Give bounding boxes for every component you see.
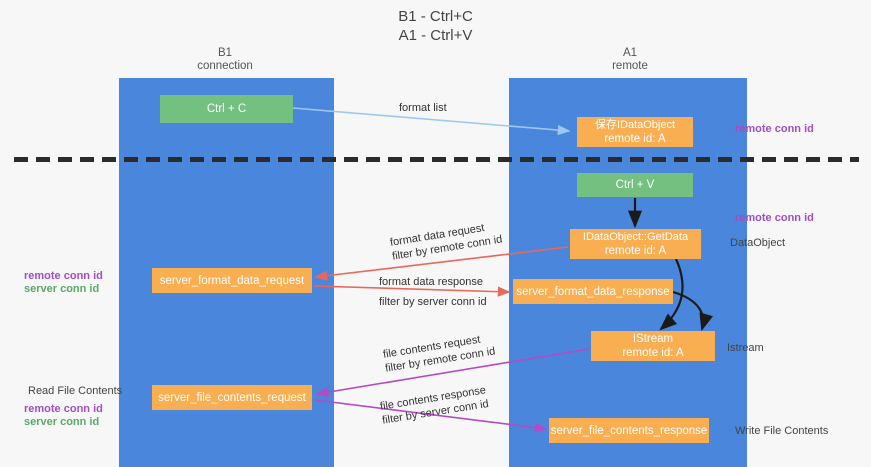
node-server-format-data-request[interactable]: server_format_data_request: [152, 268, 312, 293]
node-ctrl-c-label: Ctrl + C: [206, 103, 247, 115]
annotation-format-data-request: format data request filter by remote con…: [389, 219, 503, 264]
node-server-format-data-request-label: server_format_data_request: [159, 274, 305, 287]
title-line-1: B1 - Ctrl+C: [398, 8, 473, 25]
annotation-file-contents-response: file contents response filter by server …: [379, 383, 490, 427]
side-label-dataobject: DataObject: [730, 237, 786, 249]
annotation-format-data-response: format data response filter by server co…: [379, 275, 487, 309]
side-label-remote-conn-id-mid: remote conn id: [735, 212, 814, 224]
side-label-read-file-contents: Read File Contents: [28, 385, 123, 397]
filter-by-text-1: filter by: [391, 245, 429, 263]
node-idataobject-getdata[interactable]: IDataObject::GetData remote id: A: [570, 229, 701, 259]
node-istream-sub: remote id: A: [622, 347, 684, 359]
node-server-file-contents-response[interactable]: server_file_contents_response: [549, 418, 709, 443]
node-save-idataobject-sub: remote id: A: [604, 133, 666, 145]
page-title: B1 - Ctrl+C A1 - Ctrl+V: [0, 7, 871, 45]
filter-by-text-2: filter by: [379, 296, 415, 308]
node-server-file-contents-response-label: server_file_contents_response: [550, 424, 708, 437]
node-ctrl-v[interactable]: Ctrl + V: [577, 173, 693, 197]
node-istream-label: IStream: [632, 333, 674, 345]
server-conn-id-text-2: server conn id: [417, 296, 487, 308]
side-label-left-server-conn-id-1: server conn id: [24, 283, 100, 295]
node-idataobject-getdata-label: IDataObject::GetData: [582, 231, 689, 243]
side-label-remote-conn-id-top: remote conn id: [735, 123, 814, 135]
annotation-format-data-response-line1: format data response: [379, 276, 483, 288]
annotation-format-data-response-line2: filter by server conn id: [379, 295, 487, 309]
column-header-b1: B1 connection: [160, 47, 290, 73]
phase-divider: [14, 157, 859, 162]
side-label-left-remote-conn-id-1: remote conn id: [24, 270, 103, 282]
node-server-file-contents-request-label: server_file_contents_request: [158, 391, 306, 404]
column-header-a1-name: A1: [622, 47, 638, 59]
node-save-idataobject-label: 保存IDataObject: [594, 119, 676, 131]
side-label-istream: Istream: [727, 342, 764, 354]
column-header-b1-name: B1: [217, 47, 233, 59]
side-label-left-server-conn-id-2: server conn id: [24, 416, 100, 428]
column-header-b1-sub: connection: [197, 60, 253, 72]
node-server-file-contents-request[interactable]: server_file_contents_request: [152, 385, 312, 410]
annotation-format-list: format list: [399, 102, 447, 114]
filter-by-text-3: filter by: [384, 357, 422, 375]
title-line-2: A1 - Ctrl+V: [398, 27, 473, 44]
node-save-idataobject[interactable]: 保存IDataObject remote id: A: [577, 117, 693, 147]
node-server-format-data-response-label: server_format_data_response: [516, 285, 670, 298]
side-label-left-remote-conn-id-2: remote conn id: [24, 403, 103, 415]
annotation-file-contents-request: file contents request filter by remote c…: [382, 331, 496, 376]
node-idataobject-getdata-sub: remote id: A: [604, 245, 667, 257]
node-server-format-data-response[interactable]: server_format_data_response: [513, 279, 673, 304]
column-header-a1-sub: remote: [612, 60, 648, 72]
node-ctrl-v-label: Ctrl + V: [615, 179, 655, 191]
node-istream[interactable]: IStream remote id: A: [591, 331, 715, 361]
node-ctrl-c[interactable]: Ctrl + C: [160, 95, 293, 123]
column-header-a1: A1 remote: [565, 47, 695, 73]
side-label-write-file-contents: Write File Contents: [735, 425, 829, 437]
filter-by-text-4: filter by: [381, 409, 419, 427]
